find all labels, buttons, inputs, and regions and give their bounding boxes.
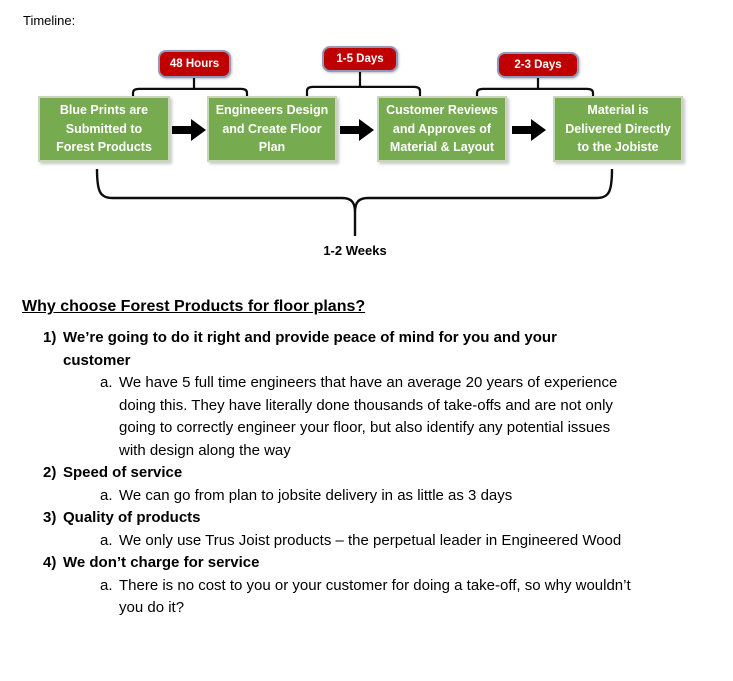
timeline-step-label: Customer Reviews and Approves of Materia… xyxy=(386,102,498,155)
item-title: We’re going to do it right and provide p… xyxy=(63,329,557,369)
duration-badge-1-5-days: 1-5 Days xyxy=(322,46,398,72)
flow-arrow-icon xyxy=(172,119,206,141)
sub-item-letter: a. xyxy=(100,576,113,594)
sub-item-letter: a. xyxy=(100,531,113,549)
item-number: 4) xyxy=(43,554,57,571)
flow-arrow-icon xyxy=(512,119,546,141)
list-item: 4) We don’t charge for service a. There … xyxy=(22,552,733,620)
sub-item: a. There is no cost to you or your custo… xyxy=(100,575,733,620)
sub-item-letter: a. xyxy=(100,374,113,391)
timeline-step-blueprints: Blue Prints are Submitted to Forest Prod… xyxy=(38,96,170,162)
timeline-step-material-delivery: Material is Delivered Directly to the Jo… xyxy=(553,96,683,162)
item-number: 3) xyxy=(43,509,57,526)
timeline-label: Timeline: xyxy=(23,13,76,28)
duration-badge-label: 48 Hours xyxy=(169,58,220,70)
timeline-step-label: Material is Delivered Directly to the Jo… xyxy=(565,102,671,155)
sub-item-text: We can go from plan to jobsite delivery … xyxy=(119,486,513,504)
list-item: 2) Speed of service a. We can go from pl… xyxy=(22,462,733,507)
item-number: 1) xyxy=(43,329,57,346)
sub-item: a. We only use Trus Joist products – the… xyxy=(100,530,733,553)
item-title: Quality of products xyxy=(63,509,201,526)
sub-item-text: We only use Trus Joist products – the pe… xyxy=(119,531,622,549)
timeline-diagram: Timeline: 48 Hours 1-5 Days 2-3 Days Blu… xyxy=(0,0,733,270)
item-title: We don’t charge for service xyxy=(63,554,260,571)
timeline-step-engineers-design: Engineeers Design and Create Floor Plan xyxy=(207,96,337,162)
duration-badge-label: 1-5 Days xyxy=(336,53,384,65)
item-title: Speed of service xyxy=(63,464,183,481)
section-heading: Why choose Forest Products for floor pla… xyxy=(22,298,366,315)
item-number: 2) xyxy=(43,464,57,481)
list-item: 3) Quality of products a. We only use Tr… xyxy=(22,507,733,552)
timeline-step-label: Engineeers Design and Create Floor Plan xyxy=(215,102,329,155)
list-item: 1) We’re going to do it right and provid… xyxy=(22,327,733,462)
total-duration-label: 1-2 Weeks xyxy=(323,243,387,258)
content-section: Why choose Forest Products for floor pla… xyxy=(0,270,733,620)
flow-arrow-icon xyxy=(340,119,374,141)
duration-badge-48-hours: 48 Hours xyxy=(158,50,231,78)
sub-item-letter: a. xyxy=(100,486,113,504)
duration-badge-2-3-days: 2-3 Days xyxy=(497,52,579,78)
timeline-step-customer-review: Customer Reviews and Approves of Materia… xyxy=(377,96,507,162)
total-duration-brace xyxy=(95,168,614,236)
sub-item-text: There is no cost to you or your customer… xyxy=(119,576,631,617)
sub-item: a. We have 5 full time engineers that ha… xyxy=(100,372,733,462)
sub-item-text: We have 5 full time engineers that have … xyxy=(119,374,618,459)
duration-badge-label: 2-3 Days xyxy=(514,59,562,71)
sub-item: a. We can go from plan to jobsite delive… xyxy=(100,485,733,508)
bracket-1-5-days-span xyxy=(305,85,422,96)
timeline-step-label: Blue Prints are Submitted to Forest Prod… xyxy=(56,102,152,155)
